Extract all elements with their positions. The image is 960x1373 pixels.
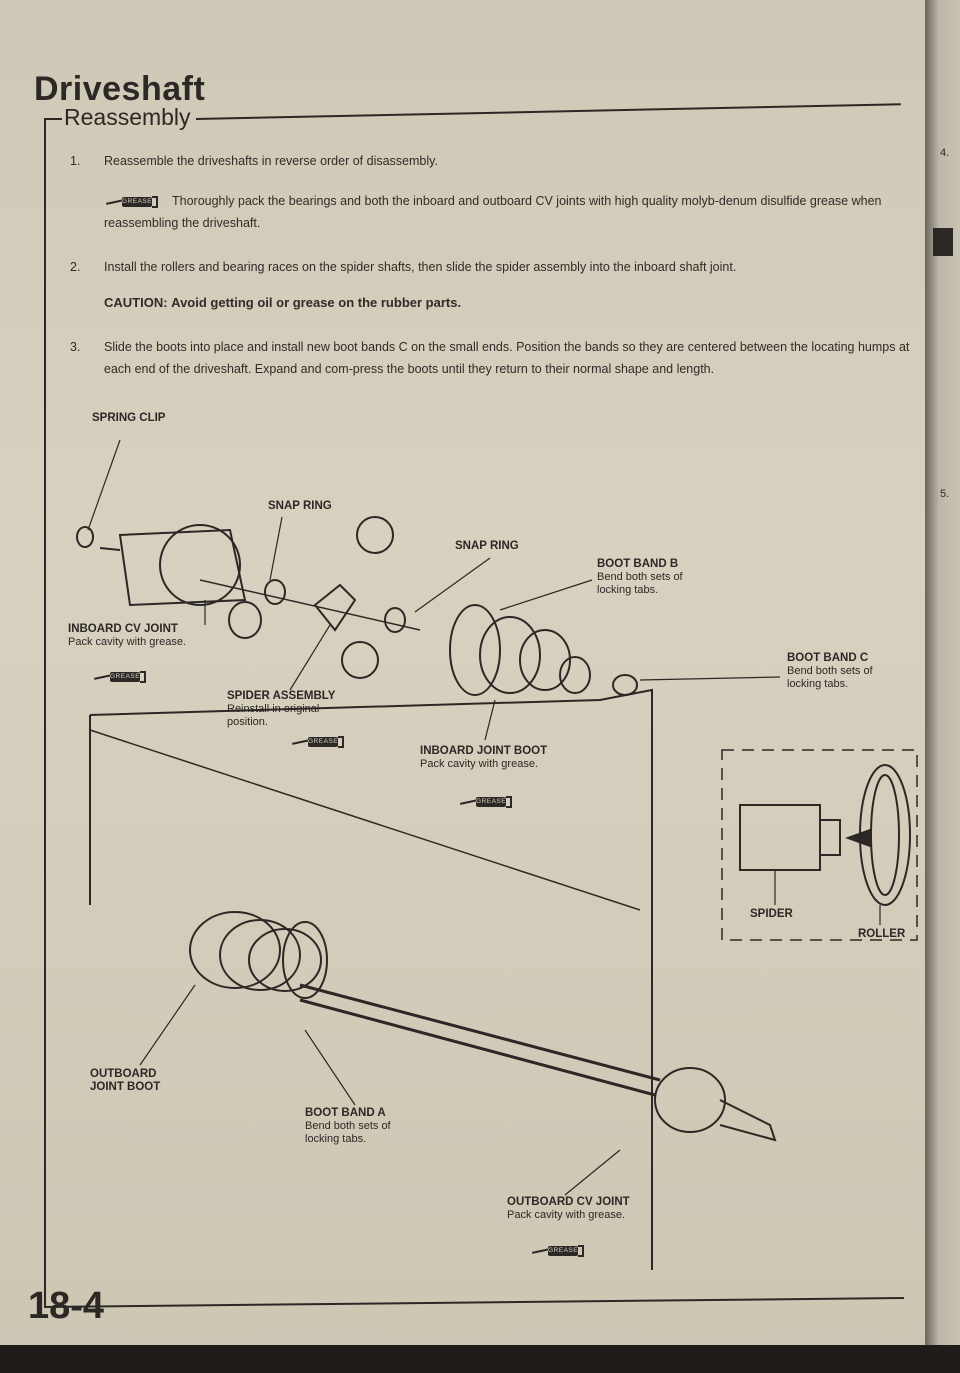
step-number: 1. — [70, 154, 81, 168]
instruction-steps: 1. Reassemble the driveshafts in reverse… — [70, 150, 910, 402]
grease-tube-icon: GREASE — [458, 793, 526, 811]
side-step-number: 5. — [940, 488, 950, 500]
label-outboard-joint-boot: OUTBOARD JOINT BOOT — [90, 1068, 161, 1093]
step-1: 1. Reassemble the driveshafts in reverse… — [70, 150, 910, 172]
page-number: 18-4 — [28, 1285, 105, 1327]
grease-tube-icon: GREASE — [92, 668, 160, 686]
step-3: 3. Slide the boots into place and instal… — [70, 336, 910, 380]
adjacent-page-edge — [925, 0, 960, 1373]
bottom-border — [0, 1345, 960, 1373]
label-snap-ring-2: SNAP RING — [455, 540, 519, 552]
book-tab-icon — [933, 228, 953, 256]
side-step-number: 4. — [940, 147, 950, 159]
grease-tube-icon: GREASE — [104, 195, 162, 209]
label-spider: SPIDER — [750, 908, 793, 920]
step-text: Slide the boots into place and install n… — [104, 340, 910, 376]
caution-text: Avoid getting oil or grease on the rubbe… — [171, 295, 462, 310]
section-subtitle: Reassembly — [64, 104, 191, 130]
manual-page — [0, 0, 925, 1373]
label-snap-ring-1: SNAP RING — [268, 500, 332, 512]
step-text: Reassemble the driveshafts in reverse or… — [104, 154, 438, 168]
step-text: Install the rollers and bearing races on… — [104, 260, 737, 274]
page-title: Driveshaft — [34, 70, 206, 108]
step-number: 3. — [70, 340, 81, 354]
driveshaft-exploded-diagram — [76, 439, 918, 1270]
label-spring-clip: SPRING CLIP — [92, 412, 166, 424]
step-text: Thoroughly pack the bearings and both th… — [104, 194, 882, 230]
grease-tube-icon: GREASE — [530, 1242, 598, 1260]
frame-left-top — [44, 118, 62, 120]
label-roller: ROLLER — [858, 928, 906, 940]
step-grease-note: GREASE Thoroughly pack the bearings and … — [70, 190, 910, 234]
caution-note: CAUTION: Avoid getting oil or grease on … — [70, 292, 910, 314]
grease-tube-icon: GREASE — [290, 733, 358, 751]
caution-label: CAUTION: — [104, 295, 168, 310]
step-number: 2. — [70, 260, 81, 274]
frame-left — [44, 118, 46, 1306]
step-2: 2. Install the rollers and bearing races… — [70, 256, 910, 278]
